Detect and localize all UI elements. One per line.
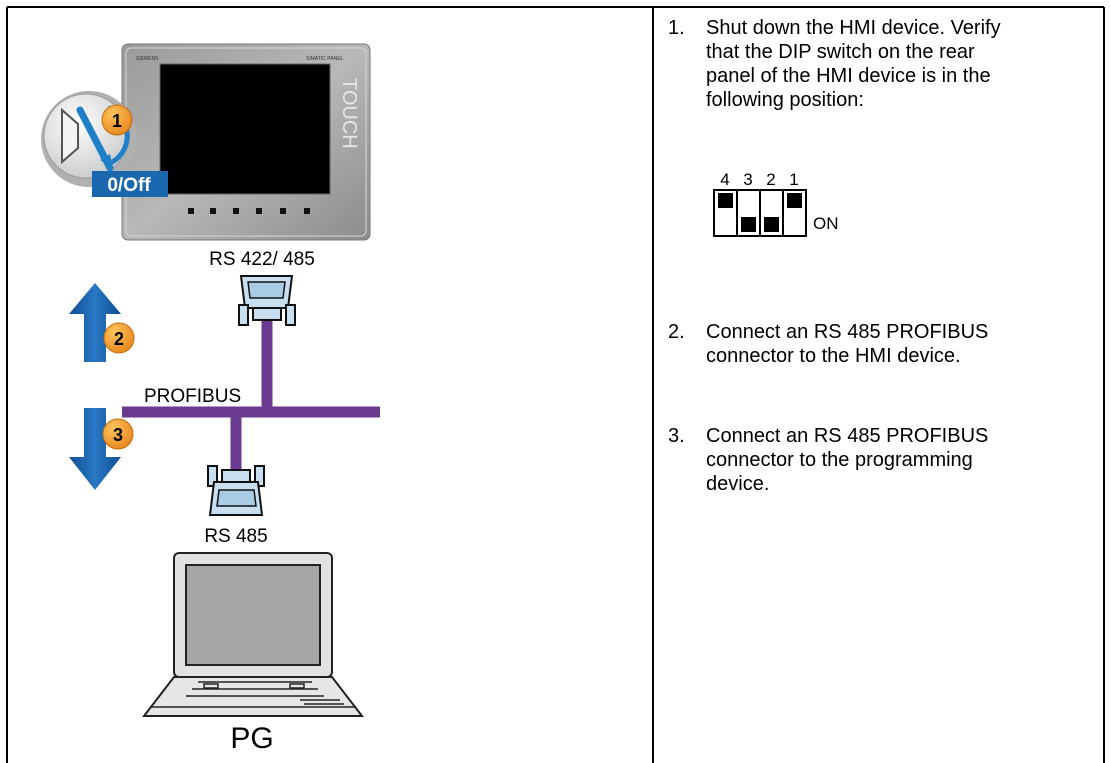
dip-switch-2-knob <box>764 217 779 232</box>
layout-table <box>6 6 1105 763</box>
hmi-device: SIEMENS SIMATIC PANEL TOUCH <box>121 43 371 241</box>
step-3-text: Connect an RS 485 PROFIBUS connector to … <box>706 425 989 495</box>
step-2-badge: 2 <box>103 322 135 354</box>
step-1-badge: 1 <box>101 104 133 136</box>
step-1-number: 1. <box>668 17 685 39</box>
step-3-badge: 3 <box>102 418 134 450</box>
hmi-model: SIMATIC PANEL <box>306 56 344 62</box>
hmi-touch-label: TOUCH <box>338 78 360 149</box>
bus-label: PROFIBUS <box>144 386 241 407</box>
step-1-text: Shut down the HMI device. Verify that th… <box>706 17 1001 111</box>
hmi-port-label: RS 422/ 485 <box>209 249 315 270</box>
switch-off-label: 0/Off <box>107 175 151 196</box>
step-3-badge-label: 3 <box>113 425 123 445</box>
step-2-badge-label: 2 <box>114 329 124 349</box>
step-2-text: Connect an RS 485 PROFIBUS connector to … <box>706 321 989 367</box>
step-1-badge-label: 1 <box>112 111 122 131</box>
hmi-brand: SIEMENS <box>136 56 159 62</box>
dip-on-label: ON <box>813 214 839 233</box>
dip-switch-4-knob <box>718 193 733 208</box>
step-2-number: 2. <box>668 321 685 343</box>
dip-switch-3-knob <box>741 217 756 232</box>
pg-laptop <box>141 552 365 717</box>
pg-port-label: RS 485 <box>204 526 267 547</box>
hmi-connector <box>238 275 296 326</box>
dip-label-4: 4 <box>720 170 729 189</box>
dip-label-1: 1 <box>789 170 798 189</box>
transfer-down-arrow-icon <box>69 408 121 490</box>
pg-connector <box>207 465 265 516</box>
dip-label-2: 2 <box>766 170 775 189</box>
pg-label: PG <box>230 722 273 755</box>
dip-label-3: 3 <box>743 170 752 189</box>
dip-switch-1-knob <box>787 193 802 208</box>
transfer-up-arrow-icon <box>69 283 121 362</box>
profibus-cable <box>122 318 380 475</box>
step-3-number: 3. <box>668 425 685 447</box>
hmi-function-keys <box>188 208 310 214</box>
dip-switch: 4 3 2 1 ON <box>713 170 839 237</box>
